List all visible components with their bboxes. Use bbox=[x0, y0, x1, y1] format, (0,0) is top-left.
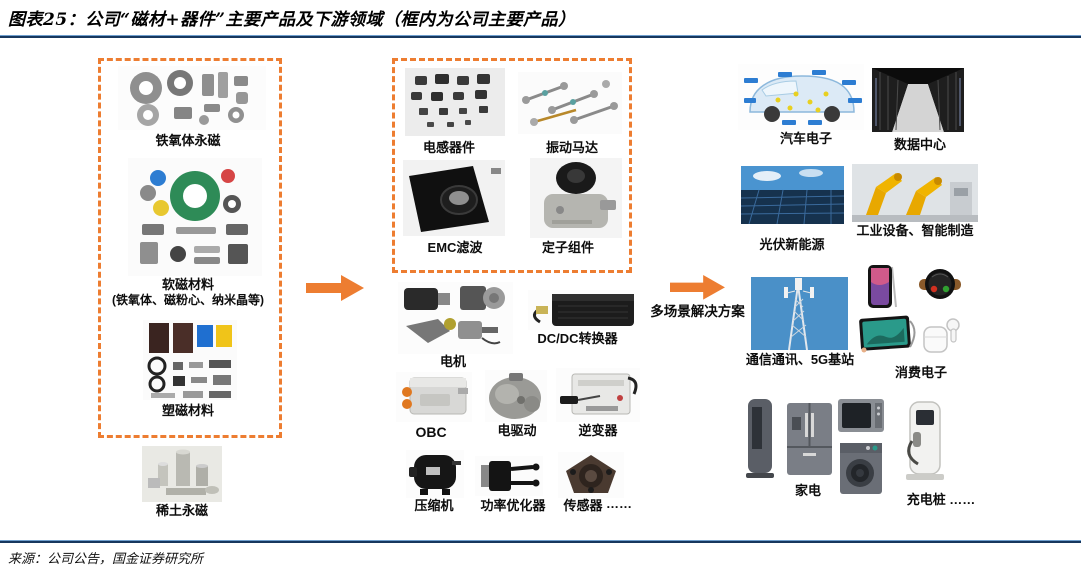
devices-dashed-box bbox=[392, 58, 632, 273]
home-appliance-label: 家电 bbox=[794, 483, 821, 498]
title-separator-line bbox=[0, 35, 1081, 38]
compressor-photo bbox=[406, 450, 464, 498]
flow-arrow-devices-to-downstream bbox=[670, 275, 725, 301]
inductor-label: 电感器件 bbox=[422, 140, 475, 155]
data-center-label: 数据中心 bbox=[893, 137, 946, 152]
ferrite-magnet-label: 铁氧体永磁 bbox=[155, 133, 221, 148]
automotive-electronics-label: 汽车电子 bbox=[779, 131, 832, 146]
telecom-5g-tower-photo bbox=[751, 277, 848, 350]
flow-arrow-materials-to-devices bbox=[306, 275, 364, 301]
rare-earth-magnet-label: 稀土永磁 bbox=[155, 503, 208, 518]
dcdc-converter-label: DC/DC转换器 bbox=[537, 331, 618, 346]
power-optimizer-label: 功率优化器 bbox=[480, 498, 546, 513]
stator-assembly-photo bbox=[530, 158, 622, 238]
vibration-motor-label: 振动马达 bbox=[545, 140, 598, 155]
devices-ellipsis: …… bbox=[606, 496, 632, 511]
plastic-magnetic-label: 塑磁材料 bbox=[161, 403, 214, 418]
figure-title: 图表25：公司“磁材+器件”主要产品及下游领域（框内为公司主要产品） bbox=[8, 10, 576, 30]
soft-magnetic-material-photo bbox=[128, 158, 262, 276]
sensor-label: 传感器 bbox=[563, 498, 603, 513]
materials-dashed-box bbox=[98, 58, 282, 438]
refrigerator-photo bbox=[783, 401, 836, 478]
ferrite-permanent-magnet-photo bbox=[118, 66, 266, 130]
solar-energy-label: 光伏新能源 bbox=[759, 237, 825, 252]
ev-charger-photo bbox=[901, 399, 946, 484]
solution-arrow-label: 多场景解决方案 bbox=[650, 304, 745, 319]
motor-cluster-photo bbox=[398, 282, 513, 354]
soft-magnetic-sublabel: (铁氧体、磁粉心、纳米晶等) bbox=[112, 293, 264, 307]
earbuds-photo bbox=[920, 315, 964, 355]
plastic-magnetic-material-photo bbox=[143, 320, 237, 400]
air-conditioner-photo bbox=[742, 397, 779, 480]
vibration-motor-photo bbox=[518, 72, 622, 134]
industrial-equipment-photo bbox=[852, 164, 978, 222]
industrial-equipment-label: 工业设备、智能制造 bbox=[856, 223, 974, 238]
inductor-components-photo bbox=[405, 68, 505, 136]
solar-energy-photo bbox=[741, 166, 844, 224]
emc-filter-photo bbox=[403, 160, 505, 236]
source-note: 来源：公司公告，国金证券研究所 bbox=[8, 552, 204, 567]
power-optimizer-photo bbox=[475, 456, 543, 496]
dcdc-converter-photo bbox=[528, 290, 640, 330]
stator-assembly-label: 定子组件 bbox=[541, 240, 594, 255]
rare-earth-magnet-photo bbox=[142, 446, 222, 502]
inverter-photo bbox=[556, 368, 640, 422]
electric-drive-photo bbox=[485, 370, 547, 422]
washing-machine-photo bbox=[838, 440, 884, 497]
obc-photo bbox=[396, 372, 472, 422]
electric-drive-label: 电驱动 bbox=[497, 423, 537, 438]
compressor-label: 压缩机 bbox=[414, 498, 454, 513]
ev-charger-label: 充电桩 …… bbox=[906, 492, 976, 507]
smartphone-photo bbox=[862, 263, 900, 310]
data-center-photo bbox=[872, 68, 964, 132]
microwave-photo bbox=[836, 393, 886, 437]
footer-separator-line bbox=[0, 540, 1081, 543]
obc-label: OBC bbox=[415, 424, 447, 440]
motor-label: 电机 bbox=[439, 354, 466, 369]
smartwatch-photo bbox=[918, 263, 962, 307]
inverter-label: 逆变器 bbox=[578, 423, 618, 438]
tablet-photo bbox=[856, 313, 918, 354]
telecom-5g-label: 通信通讯、5G基站 bbox=[745, 352, 855, 367]
emc-filter-label: EMC滤波 bbox=[427, 240, 483, 255]
automotive-electronics-photo bbox=[738, 64, 864, 130]
sensor-photo bbox=[558, 452, 624, 498]
soft-magnetic-label: 软磁材料 bbox=[161, 277, 214, 292]
consumer-electronics-label: 消费电子 bbox=[894, 365, 947, 380]
